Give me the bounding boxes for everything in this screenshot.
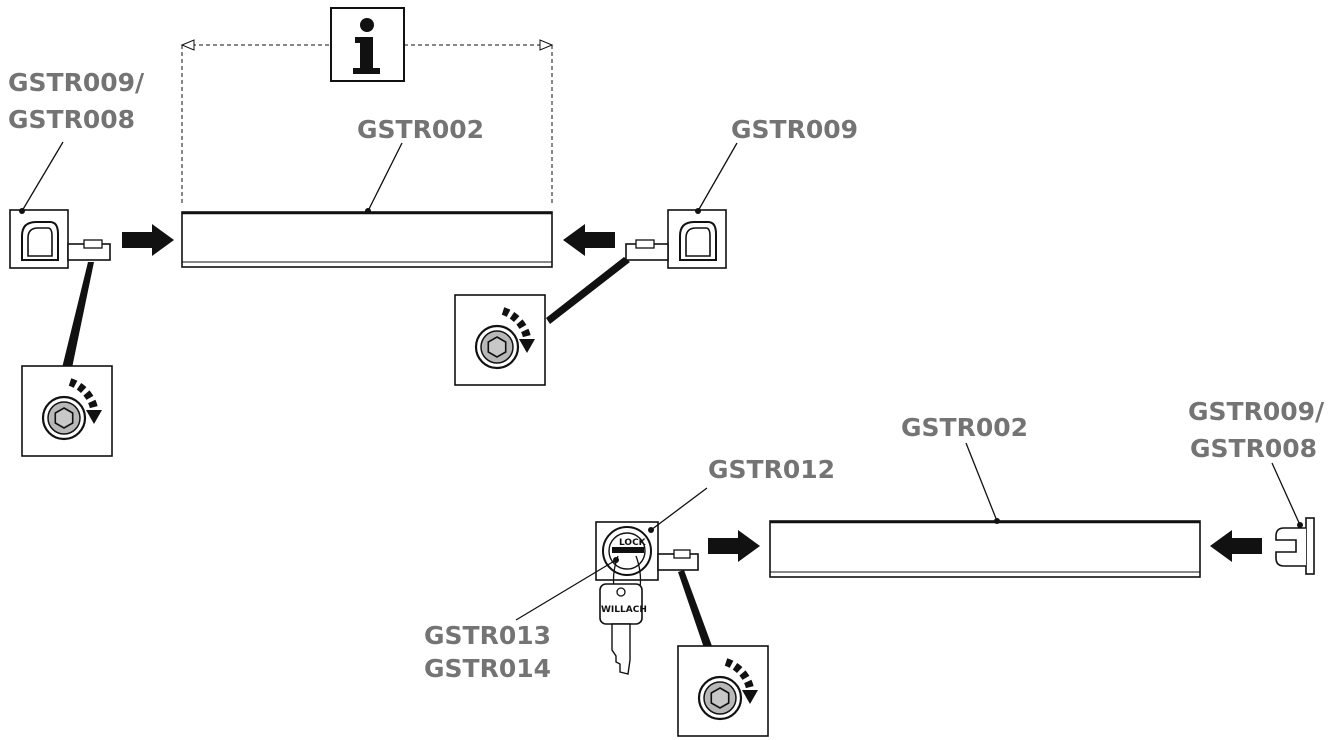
label-bottom-right-part-2: GSTR008 xyxy=(1190,434,1317,463)
leader-bottom-rail xyxy=(965,442,998,522)
leader-lock-parts xyxy=(515,559,617,621)
arrow-left-icon xyxy=(1210,530,1262,562)
screw-tighten-icon xyxy=(678,646,768,736)
callout-wedge-bottom xyxy=(678,570,712,648)
rail-bottom xyxy=(769,520,1201,578)
screw-tighten-icon xyxy=(455,295,545,385)
cylinder-lock-icon: LOCK xyxy=(602,526,652,576)
leader-lock-holder xyxy=(650,487,708,531)
label-lock-part-1: GSTR013 xyxy=(424,621,551,650)
label-top-left-part-2: GSTR008 xyxy=(8,105,135,134)
label-bottom-rail: GSTR002 xyxy=(901,413,1028,442)
screw-tighten-icon xyxy=(22,366,112,456)
rail-top xyxy=(181,211,553,268)
label-bottom-right-part: GSTR009/ xyxy=(1188,397,1325,426)
key-icon: WILLACH xyxy=(599,555,647,675)
label-lock-part-2: GSTR014 xyxy=(424,654,551,683)
arrow-right-icon xyxy=(122,224,174,256)
bracket-top-left xyxy=(9,209,111,269)
label-top-rail: GSTR002 xyxy=(357,115,484,144)
leader-top-right xyxy=(697,142,738,212)
callout-wedge-top-right xyxy=(546,257,630,324)
leader-bottom-right xyxy=(1271,462,1301,526)
arrow-right-icon xyxy=(708,530,760,562)
dimension-line xyxy=(180,39,554,205)
leader-top-rail xyxy=(367,142,403,212)
svg-text:LOCK: LOCK xyxy=(619,538,647,548)
leader-top-left xyxy=(21,141,64,212)
label-lock-holder: GSTR012 xyxy=(708,455,835,484)
key-brand: WILLACH xyxy=(601,605,647,615)
callout-wedge-top-left xyxy=(62,262,94,368)
label-top-left-part: GSTR009/ xyxy=(8,68,145,97)
label-top-right-part: GSTR009 xyxy=(731,115,858,144)
end-cap-bottom-right xyxy=(1275,517,1315,575)
bracket-top-right xyxy=(625,209,727,269)
info-icon xyxy=(330,7,405,82)
arrow-left-icon xyxy=(563,224,615,256)
